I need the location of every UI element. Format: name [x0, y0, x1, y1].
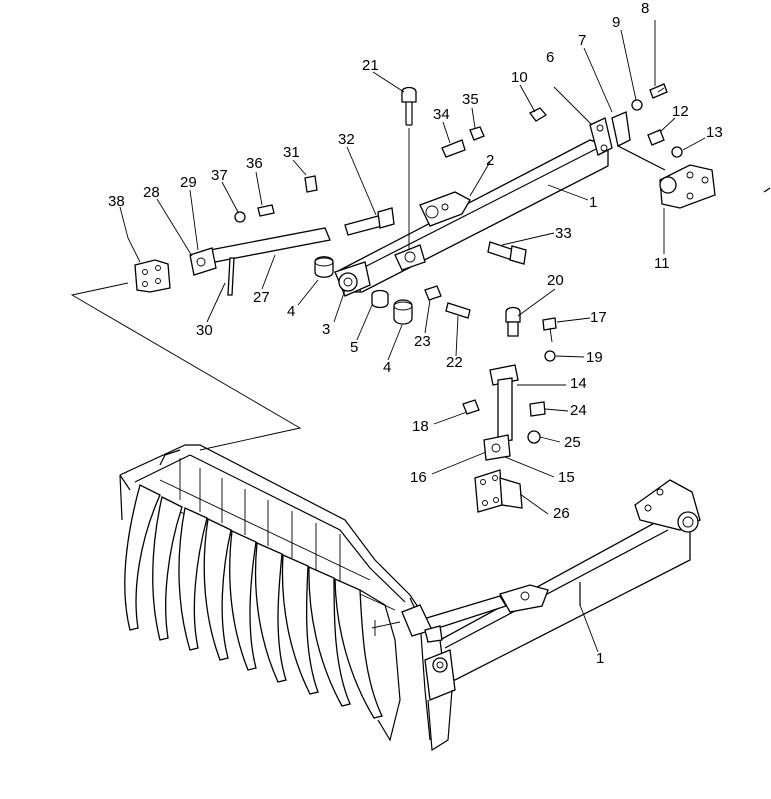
plate — [474, 469, 523, 513]
label-32: 32 — [338, 131, 355, 148]
hardware — [314, 83, 683, 444]
label-14: 14 — [570, 375, 587, 392]
label-17: 17 — [590, 309, 607, 326]
label-19: 19 — [586, 349, 603, 366]
label-16: 16 — [410, 469, 427, 486]
label-6: 6 — [546, 49, 554, 66]
label-7: 7 — [578, 32, 586, 49]
label-37: 37 — [211, 167, 228, 184]
label-34: 34 — [433, 106, 450, 123]
label-1-lower: 1 — [596, 650, 604, 667]
label-4-right: 4 — [383, 359, 391, 376]
label-3: 3 — [322, 321, 330, 338]
rake-assembly — [119, 444, 431, 742]
label-31: 31 — [283, 144, 300, 161]
label-27: 27 — [253, 289, 270, 306]
lower-beam — [371, 479, 701, 752]
label-13: 13 — [706, 124, 723, 141]
label-9: 9 — [612, 14, 620, 31]
label-1-upper: 1 — [589, 194, 597, 211]
leader-lines — [119, 20, 706, 653]
label-22: 22 — [446, 354, 463, 371]
label-36: 36 — [246, 155, 263, 172]
label-8: 8 — [641, 0, 649, 17]
label-26: 26 — [553, 505, 570, 522]
turnbuckle — [483, 364, 519, 461]
label-15: 15 — [558, 469, 575, 486]
label-33: 33 — [555, 225, 572, 242]
left-rod-assembly — [134, 175, 331, 296]
assembly-connector-line — [70, 282, 302, 451]
label-29: 29 — [180, 174, 197, 191]
label-5: 5 — [350, 339, 358, 356]
label-38: 38 — [108, 193, 125, 210]
label-12: 12 — [672, 103, 689, 120]
label-24: 24 — [570, 402, 587, 419]
label-23: 23 — [414, 333, 431, 350]
part-labels: 1 1 2 3 4 4 5 6 7 8 9 10 11 12 13 14 15 … — [108, 0, 723, 667]
label-20: 20 — [547, 272, 564, 289]
label-18: 18 — [412, 418, 429, 435]
label-10: 10 — [511, 69, 528, 86]
label-25: 25 — [564, 434, 581, 451]
label-11: 11 — [654, 255, 670, 272]
label-21: 21 — [362, 57, 379, 74]
label-28: 28 — [143, 184, 160, 201]
label-4-left: 4 — [287, 303, 295, 320]
upper-beam — [334, 111, 666, 297]
bracket — [659, 164, 771, 209]
label-35: 35 — [462, 91, 479, 108]
label-2: 2 — [486, 152, 494, 169]
label-30: 30 — [196, 322, 213, 339]
